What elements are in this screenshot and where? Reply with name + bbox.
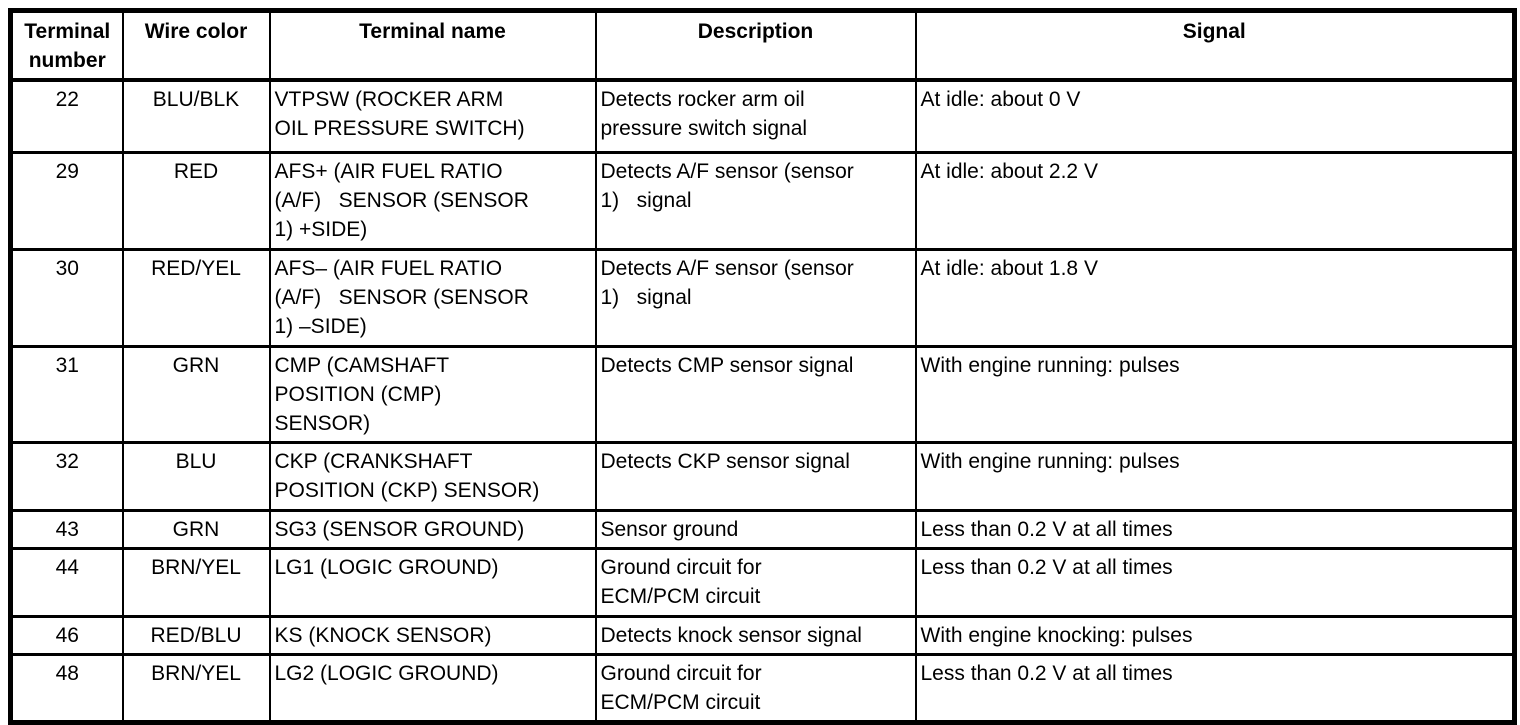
cell-wire-color: RED <box>121 150 271 250</box>
cell-terminal-number: 31 <box>9 344 124 443</box>
cell-terminal-number: 22 <box>9 78 124 153</box>
column-header-description: Description <box>594 9 917 82</box>
cell-wire-color: BRN/YEL <box>121 546 271 617</box>
cell-terminal-name: AFS+ (AIR FUEL RATIO (A/F) SENSOR (SENSO… <box>268 150 597 250</box>
column-header-terminal-number: Terminal number <box>9 9 124 82</box>
cell-terminal-name: KS (KNOCK SENSOR) <box>268 614 597 655</box>
cell-terminal-name: SG3 (SENSOR GROUND) <box>268 508 597 549</box>
cell-signal: With engine knocking: pulses <box>914 614 1516 655</box>
cell-terminal-number: 29 <box>9 150 124 250</box>
cell-description: Detects CKP sensor signal <box>594 440 917 511</box>
cell-signal: With engine running: pulses <box>914 440 1516 511</box>
cell-terminal-number: 46 <box>9 614 124 655</box>
cell-signal: With engine running: pulses <box>914 344 1516 443</box>
cell-terminal-number: 44 <box>9 546 124 617</box>
column-header-wire-color: Wire color <box>121 9 271 82</box>
cell-signal: At idle: about 2.2 V <box>914 150 1516 250</box>
cell-signal: Less than 0.2 V at all times <box>914 546 1516 617</box>
cell-terminal-number: 32 <box>9 440 124 511</box>
cell-signal: Less than 0.2 V at all times <box>914 652 1516 723</box>
cell-description: Ground circuit for ECM/PCM circuit <box>594 652 917 723</box>
cell-description: Detects knock sensor signal <box>594 614 917 655</box>
column-header-signal: Signal <box>914 9 1516 82</box>
cell-wire-color: BLU/BLK <box>121 78 271 153</box>
cell-wire-color: RED/YEL <box>121 247 271 347</box>
column-header-terminal-name: Terminal name <box>268 9 597 82</box>
cell-terminal-number: 30 <box>9 247 124 347</box>
cell-signal: At idle: about 0 V <box>914 78 1516 153</box>
cell-description: Detects A/F sensor (sensor 1) signal <box>594 247 917 347</box>
cell-description: Sensor ground <box>594 508 917 549</box>
cell-terminal-name: LG1 (LOGIC GROUND) <box>268 546 597 617</box>
cell-terminal-name: CMP (CAMSHAFT POSITION (CMP) SENSOR) <box>268 344 597 443</box>
cell-wire-color: BLU <box>121 440 271 511</box>
cell-terminal-number: 43 <box>9 508 124 549</box>
cell-terminal-name: AFS– (AIR FUEL RATIO (A/F) SENSOR (SENSO… <box>268 247 597 347</box>
cell-description: Detects rocker arm oil pressure switch s… <box>594 78 917 153</box>
cell-wire-color: RED/BLU <box>121 614 271 655</box>
cell-wire-color: GRN <box>121 508 271 549</box>
cell-description: Detects A/F sensor (sensor 1) signal <box>594 150 917 250</box>
cell-wire-color: GRN <box>121 344 271 443</box>
cell-terminal-name: VTPSW (ROCKER ARM OIL PRESSURE SWITCH) <box>268 78 597 153</box>
cell-description: Detects CMP sensor signal <box>594 344 917 443</box>
cell-description: Ground circuit for ECM/PCM circuit <box>594 546 917 617</box>
cell-signal: At idle: about 1.8 V <box>914 247 1516 347</box>
cell-wire-color: BRN/YEL <box>121 652 271 723</box>
cell-terminal-number: 48 <box>9 652 124 723</box>
cell-terminal-name: CKP (CRANKSHAFT POSITION (CKP) SENSOR) <box>268 440 597 511</box>
cell-signal: Less than 0.2 V at all times <box>914 508 1516 549</box>
